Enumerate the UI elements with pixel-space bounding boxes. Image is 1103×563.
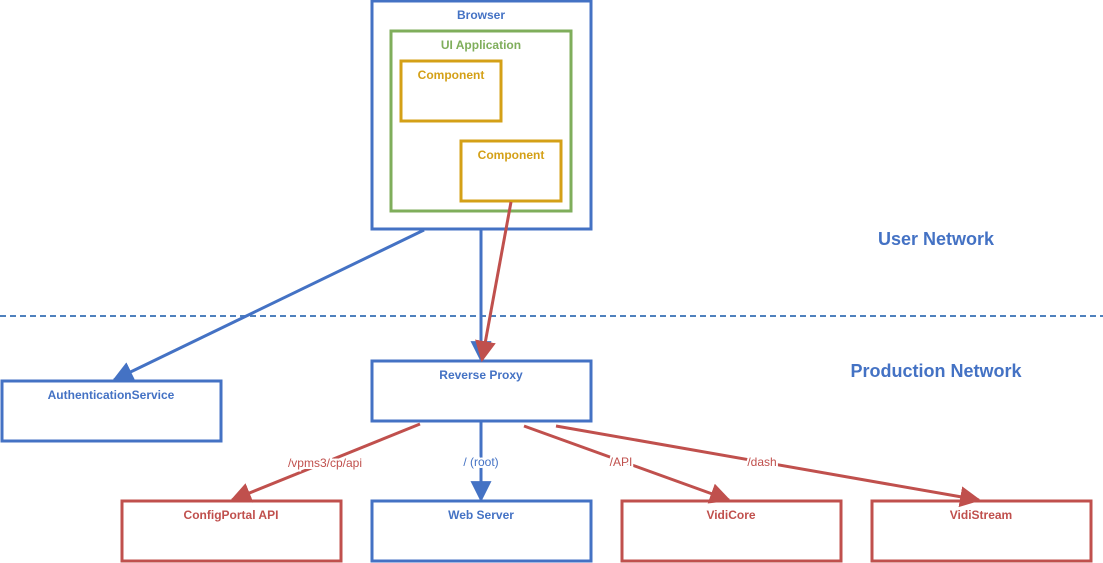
vidistream-label: VidiStream	[950, 508, 1012, 522]
reverse-proxy-label: Reverse Proxy	[439, 368, 523, 382]
edge-proxy-to-vidistream	[555, 424, 982, 508]
edge-label-vidicore: /API	[610, 455, 633, 469]
configportal-api-label: ConfigPortal API	[184, 508, 279, 522]
production-network-label: Production Network	[850, 361, 1022, 381]
edge-proxy-to-vidicore	[523, 424, 731, 504]
component-node-2: Component	[459, 139, 563, 203]
web-server-node: Web Server	[370, 499, 593, 563]
vidistream-node: VidiStream	[870, 499, 1093, 563]
authentication-service-label: AuthenticationService	[48, 388, 175, 402]
configportal-api-node: ConfigPortal API	[120, 499, 343, 563]
component-node-1: Component	[399, 59, 503, 123]
component-label-2: Component	[478, 148, 545, 162]
browser-label: Browser	[457, 8, 505, 22]
ui-application-label: UI Application	[441, 38, 521, 52]
edge-label-configportal: /vpms3/cp/api	[288, 456, 362, 470]
reverse-proxy-node: Reverse Proxy	[370, 359, 593, 423]
authentication-service-node: AuthenticationService	[0, 379, 223, 443]
edge-component-to-proxy	[475, 201, 513, 363]
edge-label-webserver: / (root)	[463, 455, 498, 469]
user-network-label: User Network	[878, 229, 995, 249]
edge-proxy-to-configportal	[230, 422, 421, 503]
edge-label-vidistream: /dash	[747, 455, 776, 469]
vidicore-label: VidiCore	[706, 508, 755, 522]
web-server-label: Web Server	[448, 508, 514, 522]
component-label-1: Component	[418, 68, 485, 82]
vidicore-node: VidiCore	[620, 499, 843, 563]
edge-browser-to-auth	[112, 228, 425, 382]
